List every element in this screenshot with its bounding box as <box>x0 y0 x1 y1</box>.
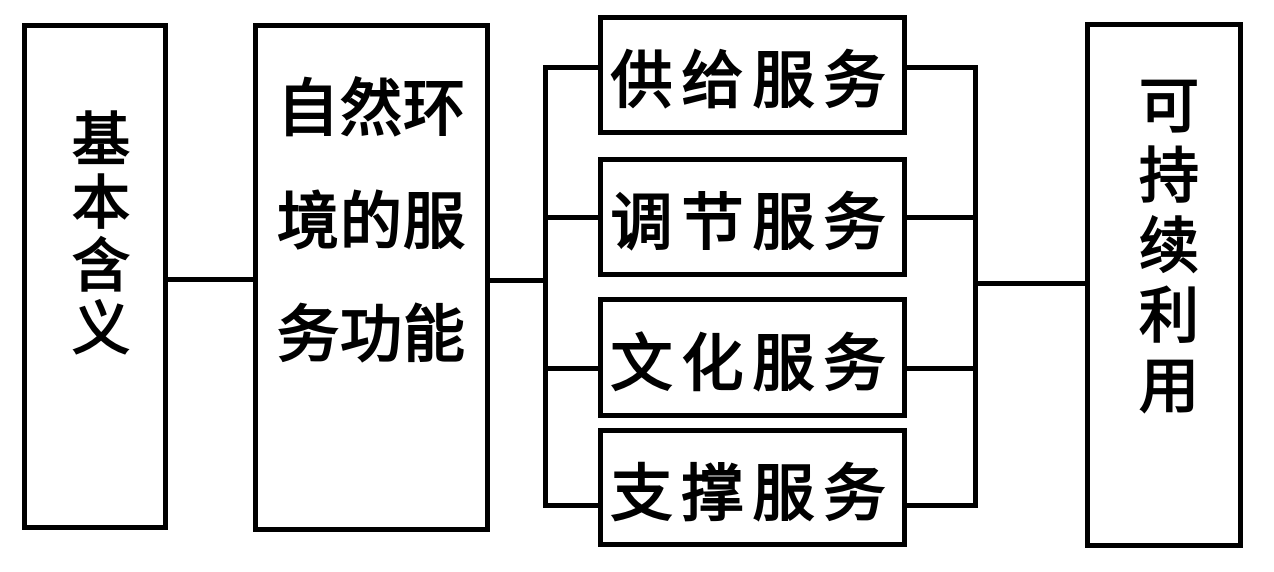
node-nature-service-functions: 自然环 境的服 务功能 <box>253 23 490 532</box>
node-regulating-services-label: 调节服务 <box>610 190 895 258</box>
node-sustainable-use-label: 可持续利用 <box>1130 74 1197 424</box>
node-cultural-services: 文化服务 <box>598 297 907 418</box>
connector-spine-to-supporting <box>545 503 598 508</box>
node-basic-meaning: 基本含义 <box>22 23 168 530</box>
node-provisioning-services: 供给服务 <box>598 15 907 135</box>
connector-regulating-to-right-spine <box>907 215 975 220</box>
node-nature-label-line-1: 自然环 <box>276 76 466 144</box>
node-supporting-services: 支撑服务 <box>598 428 907 547</box>
node-basic-meaning-label: 基本含义 <box>63 108 128 361</box>
connector-spine-to-provisioning <box>545 65 598 70</box>
connector-cultural-to-right-spine <box>907 366 975 371</box>
connector-basic-to-nature <box>167 277 253 282</box>
connector-spine-to-regulating <box>545 215 598 220</box>
connector-spine-to-cultural <box>545 366 598 371</box>
right-merge-spine <box>973 65 978 508</box>
connector-nature-to-left-spine <box>490 278 545 283</box>
node-nature-label-line-3: 务功能 <box>276 302 466 370</box>
node-supporting-services-label: 支撑服务 <box>610 460 895 529</box>
node-provisioning-services-label: 供给服务 <box>610 48 895 116</box>
node-cultural-services-label: 文化服务 <box>610 330 895 399</box>
node-regulating-services: 调节服务 <box>598 157 907 277</box>
connector-provisioning-to-right-spine <box>907 65 975 70</box>
node-sustainable-use: 可持续利用 <box>1085 22 1243 548</box>
left-branch-spine <box>543 65 548 508</box>
connector-supporting-to-right-spine <box>907 503 975 508</box>
node-nature-label-line-2: 境的服 <box>276 189 466 257</box>
connector-spine-to-sustainable-use <box>975 281 1085 286</box>
